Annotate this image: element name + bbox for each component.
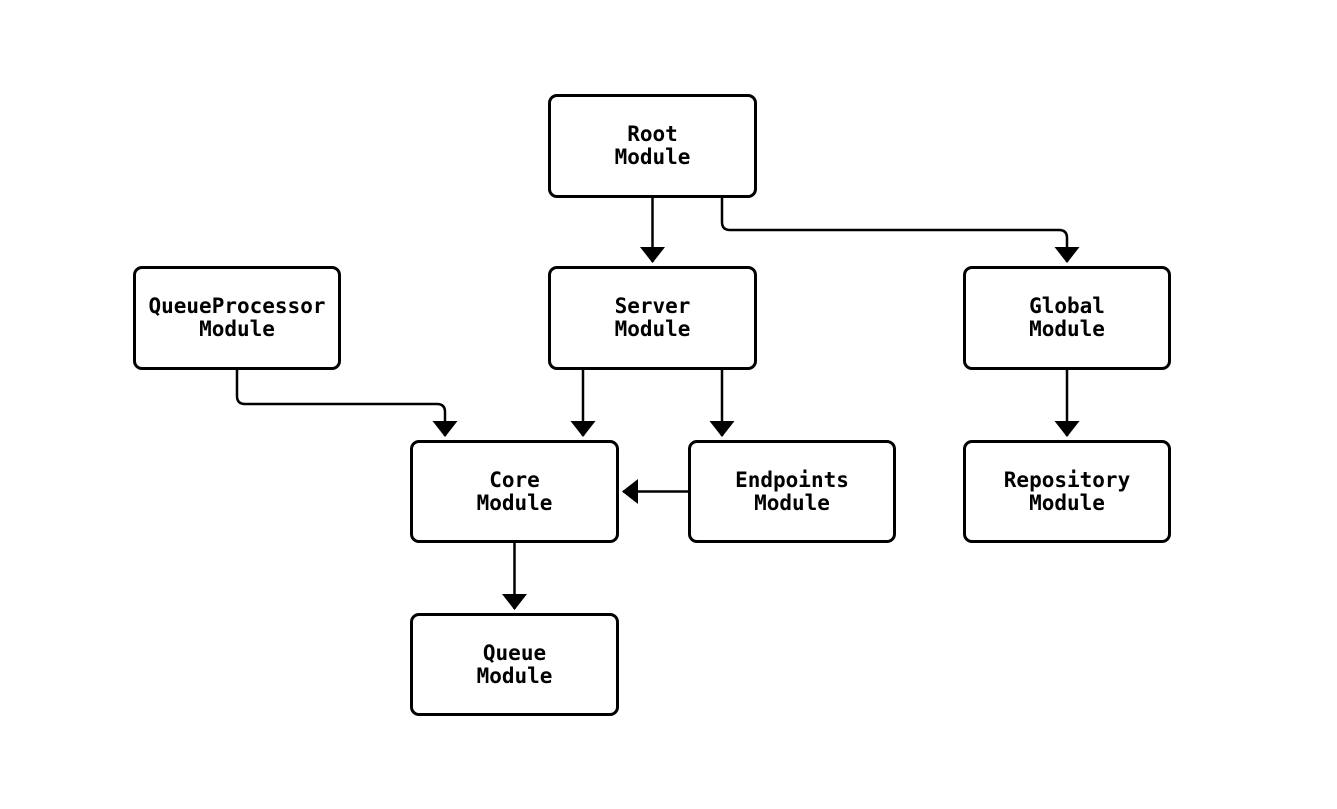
node-label-line1: QueueProcessor (148, 294, 326, 318)
node-label-line1: Endpoints (735, 467, 849, 492)
node-label-line2: Module (1029, 317, 1105, 341)
node-repository-module: Repository Module (963, 440, 1171, 543)
node-root-module: Root Module (548, 94, 757, 198)
node-label-line1: Repository (1003, 467, 1131, 492)
node-label-line1: Root (627, 122, 678, 146)
node-label-line2: Module (1029, 490, 1105, 515)
edge-queueprocessor-to-core (235, 370, 458, 437)
node-label-line2: Module (754, 490, 830, 515)
node-core-module: Core Module (410, 440, 619, 543)
node-label-line1: Global (1029, 294, 1105, 318)
node-server-module: Server Module (548, 266, 757, 370)
node-label-line2: Module (199, 317, 275, 341)
node-label-line1: Core (489, 467, 540, 492)
node-endpoints-module: Endpoints Module (688, 440, 896, 543)
node-label-line2: Module (614, 317, 691, 341)
node-label-line2: Module (476, 663, 553, 688)
node-label-line1: Queue (482, 640, 547, 665)
node-global-module: Global Module (963, 266, 1171, 370)
node-label-line1: Server (614, 294, 691, 318)
edge-root-to-global (720, 198, 1080, 263)
node-queue-module: Queue Module (410, 613, 619, 716)
node-label-line2: Module (476, 490, 553, 515)
node-label-line2: Module (614, 145, 691, 169)
node-queueprocessor-module: QueueProcessor Module (133, 266, 341, 370)
